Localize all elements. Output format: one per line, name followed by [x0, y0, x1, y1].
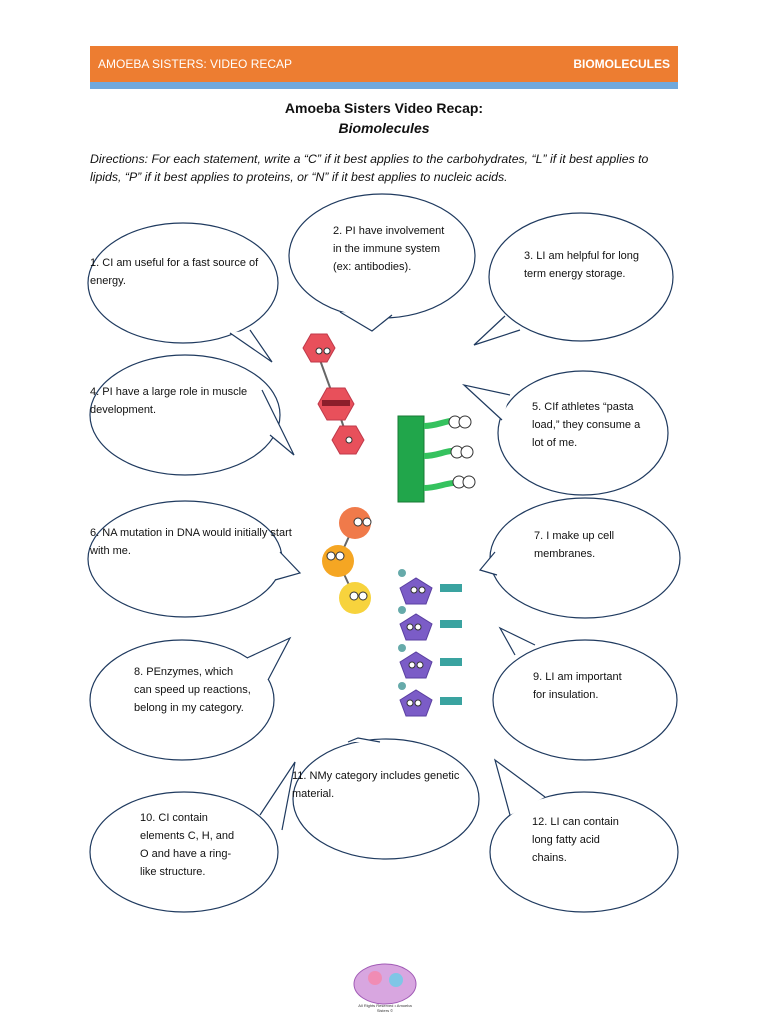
statement-3-answer: L [536, 250, 543, 262]
statement-12-answer: L [550, 816, 557, 828]
statement-9-answer: L [545, 671, 552, 683]
speech-bubble-3-tail [473, 315, 521, 346]
statement-5: 5. CIf athletes “pasta load,” they consu… [532, 401, 641, 449]
statement-8: 8. PEnzymes, which can speed up reaction… [134, 666, 251, 714]
speech-bubble-8 [89, 639, 275, 761]
speech-bubble-9 [492, 639, 678, 761]
speech-bubble-10 [89, 791, 279, 913]
logo-caption: All Rights Reserved • Amoeba Sisters © [358, 1003, 412, 1013]
statement-10-answer: C [158, 812, 167, 824]
speech-bubble-11-tail [347, 737, 381, 743]
header-left: AMOEBA SISTERS: VIDEO RECAP [98, 57, 293, 71]
statement-2: 2. PI have involvement in the immune sys… [333, 225, 445, 273]
statement-8-answer: P [146, 666, 154, 678]
speech-bubble-5-tail [461, 383, 511, 421]
statement-7: 7. I make up cell membranes. [534, 530, 615, 560]
carbohydrate-chain-icon [322, 507, 372, 614]
statement-12: 12. LI can contain long fatty acid chain… [532, 816, 619, 864]
speech-bubble-12 [489, 791, 679, 913]
speech-bubble-12-tail [493, 758, 546, 816]
statement-4-answer: P [102, 386, 110, 398]
header-stripe [90, 82, 678, 89]
amoeba-sisters-logo [353, 963, 417, 1005]
speech-bubble-10-tail [259, 761, 296, 831]
statement-5-answer: C [544, 401, 553, 413]
speech-bubbles [87, 193, 681, 913]
speech-bubble-5 [497, 370, 669, 496]
lipid-bilayer-icon [397, 415, 476, 503]
speech-bubble-2-tail [339, 311, 393, 332]
speech-bubble-6-tail [274, 551, 302, 581]
statement-6-answer: N [102, 527, 111, 539]
statement-6: 6. NA mutation in DNA would initially st… [90, 527, 292, 557]
statement-10: 10. CI contain elements C, H, and O and … [140, 812, 235, 878]
speech-bubble-7-tail [478, 551, 498, 576]
speech-bubble-1 [87, 222, 279, 344]
speech-bubble-1-tail [229, 329, 273, 363]
speech-bubble-8-tail [246, 636, 292, 681]
statement-9: 9. LI am important for insulation. [533, 671, 622, 701]
statement-11-answer: N [309, 770, 318, 782]
speech-bubble-4 [89, 354, 281, 476]
statement-1: 1. CI am useful for a fast source of ene… [90, 257, 259, 287]
header-banner: AMOEBA SISTERS: VIDEO RECAP BIOMOLECULES [90, 46, 678, 82]
statement-4: 4. PI have a large role in muscle develo… [90, 386, 248, 416]
page-subtitle: Biomolecules [338, 120, 430, 136]
speech-bubble-3 [488, 212, 674, 342]
protein-chain-icon [302, 333, 365, 455]
directions: Directions: For each statement, write a … [90, 152, 649, 184]
nucleotide-chain-icon [398, 569, 462, 717]
speech-bubble-4-tail [261, 389, 295, 456]
speech-bubble-11 [292, 738, 480, 860]
speech-bubble-9-tail [498, 626, 536, 656]
statement-2-answer: P [345, 225, 353, 237]
statement-11: 11. NMy category includes genetic materi… [292, 770, 460, 800]
statement-3: 3. LI am helpful for long term energy st… [524, 250, 639, 280]
header-right: BIOMOLECULES [573, 57, 670, 71]
statement-1-answer: C [102, 257, 111, 269]
page-title: Amoeba Sisters Video Recap: [284, 100, 484, 116]
